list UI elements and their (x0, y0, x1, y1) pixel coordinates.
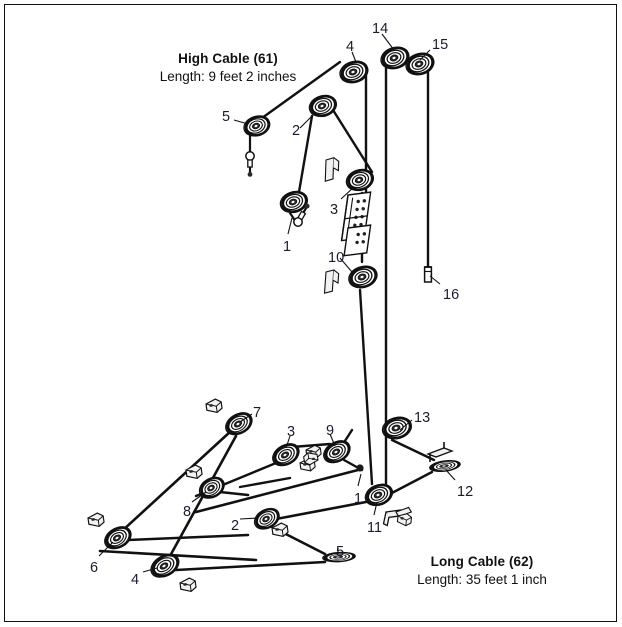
pulley-5-upper (239, 111, 274, 141)
pulley-8 (194, 471, 229, 504)
callout-10-7: 10 (328, 250, 345, 266)
callout-8-14: 8 (183, 504, 192, 520)
high-cable-name: High Cable (61) (178, 51, 278, 66)
long-cable-name: Long Cable (62) (430, 554, 534, 569)
clip-bracket-6 (86, 511, 106, 529)
callout-leaders (98, 33, 456, 573)
callout-7-11: 7 (253, 405, 262, 421)
clip-bracket-12 (426, 442, 454, 462)
callout-5-18: 5 (336, 544, 345, 560)
callout-2-4: 2 (292, 123, 301, 139)
pulley-11 (360, 478, 397, 511)
callout-9-13: 9 (326, 423, 335, 439)
cable-long-62 (98, 66, 436, 572)
callout-15-2: 15 (432, 37, 449, 53)
high-cable-length: Length: 9 feet 2 inches (159, 68, 297, 84)
page-border (4, 4, 617, 622)
callout-5-3: 5 (222, 109, 231, 125)
callout-1-19: 1 (354, 491, 363, 507)
clip-bracket-10 (323, 269, 340, 294)
callout-14-1: 14 (372, 21, 389, 37)
cable-end-ball-1-lower (356, 464, 364, 472)
clip-bracket-3-upper (324, 156, 340, 182)
callout-12-10: 12 (457, 484, 474, 500)
pulley-6 (99, 521, 136, 555)
long-cable-length: Length: 35 feet 1 inch (417, 571, 547, 587)
callout-6-15: 6 (90, 560, 99, 576)
clip-bracket-8 (184, 463, 204, 481)
long-cable-title-block: Long Cable (62) Length: 35 feet 1 inch (372, 553, 592, 589)
cable-end-ball-5 (244, 150, 256, 178)
callout-2-17: 2 (231, 518, 240, 534)
clip-bracket-4-lower (178, 576, 198, 594)
callout-4-16: 4 (131, 572, 140, 588)
pulley-10 (344, 261, 381, 293)
perforated-bracket-lower (343, 224, 372, 257)
callout-4-0: 4 (346, 39, 355, 55)
clip-bracket-11b (395, 506, 413, 518)
high-cable-title-block: High Cable (61) Length: 9 feet 2 inches (118, 50, 338, 86)
callout-1-6: 1 (283, 239, 292, 255)
callout-16-8: 16 (443, 287, 460, 303)
callout-3-5: 3 (330, 202, 339, 218)
callout-11-20: 11 (367, 520, 383, 536)
callout-3-12: 3 (287, 424, 296, 440)
clip-bracket-7 (204, 397, 224, 415)
pulley-3-lower (267, 438, 304, 472)
callout-13-9: 13 (414, 410, 431, 426)
cable-end-barrel-16 (423, 266, 433, 283)
